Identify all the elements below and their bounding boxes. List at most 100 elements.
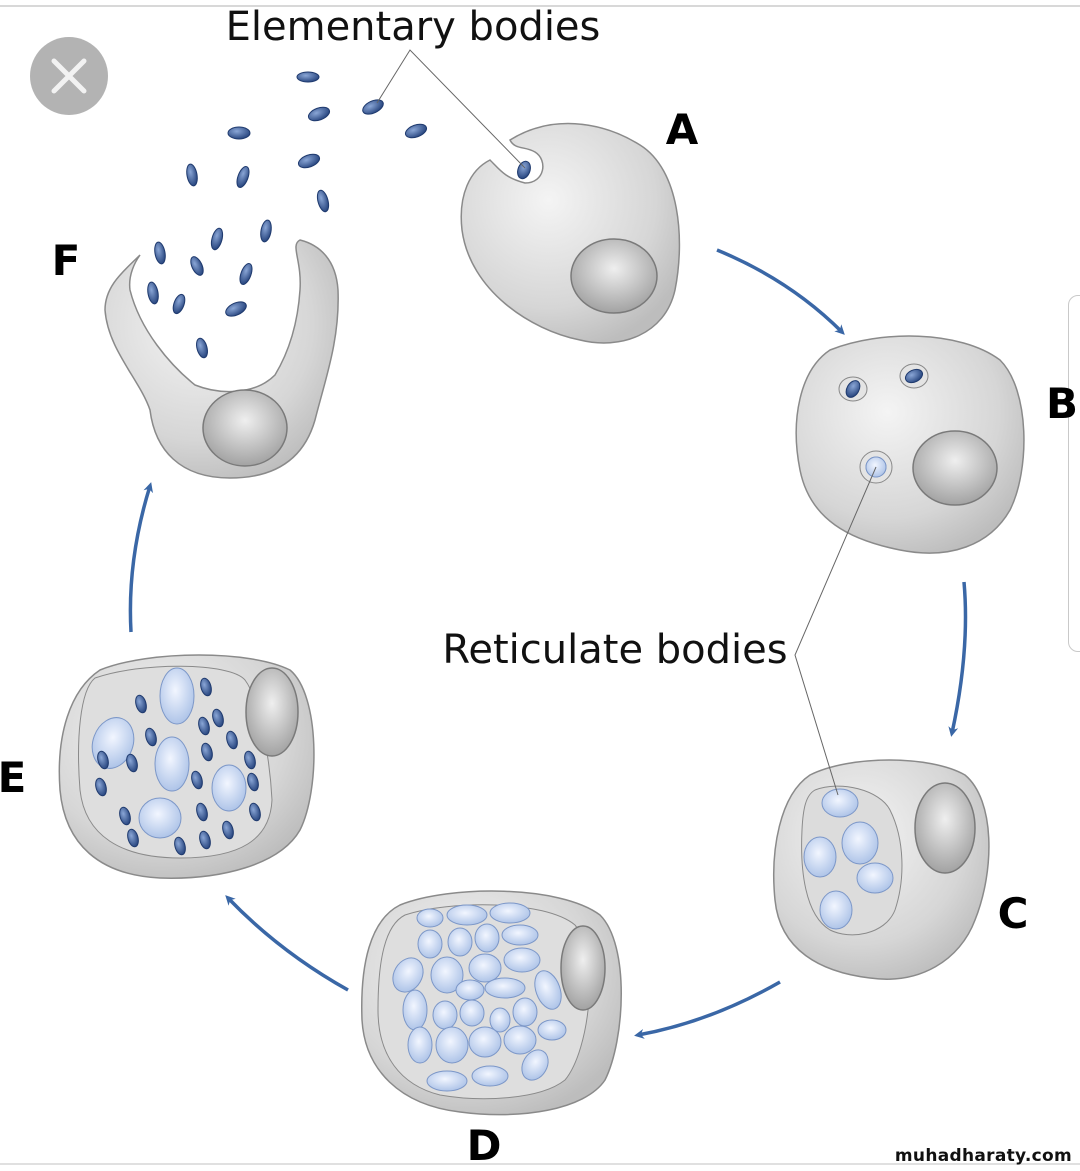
elementary-body: [95, 777, 107, 797]
elementary-body: [904, 368, 924, 384]
reticulate-body: [416, 908, 444, 928]
stage-label-b: B: [1046, 379, 1078, 428]
stage-label-d: D: [467, 1121, 502, 1170]
cell-a: [460, 122, 681, 344]
elementary-body: [145, 727, 157, 747]
elementary-body: [190, 256, 204, 276]
reticulate-body: [159, 667, 195, 725]
stage-label-c: C: [998, 889, 1029, 938]
label-elementary-bodies: Elementary bodies: [226, 4, 601, 50]
reticulate-body: [534, 970, 562, 1010]
reticulate-body: [856, 862, 894, 894]
elementary-body: [119, 806, 131, 826]
reticulate-body: [455, 979, 485, 1001]
elementary-body: [191, 770, 203, 790]
reticulate-body: [430, 956, 464, 994]
elementary-body: [316, 189, 330, 213]
top-divider: [0, 5, 1080, 7]
reticulate-body: [521, 1049, 549, 1081]
reticulate-body: [821, 788, 859, 818]
reticulate-body: [447, 927, 473, 957]
reticulate-body: [392, 957, 424, 993]
close-button[interactable]: [30, 37, 108, 115]
elementary-body: [247, 772, 259, 792]
elementary-body: [127, 828, 139, 848]
reticulate-body: [841, 821, 879, 865]
reticulate-body: [407, 1026, 433, 1064]
reticulate-body: [468, 1026, 502, 1058]
bottom-divider: [0, 1163, 1080, 1165]
reticulate-body: [446, 904, 488, 926]
elementary-body: [244, 750, 256, 770]
elementary-body: [227, 126, 251, 140]
arrow-b-to-c: [948, 581, 968, 737]
reticulate-body: [417, 929, 443, 959]
leader-reticulate: [794, 466, 877, 796]
reticulate-body: [512, 997, 538, 1027]
reticulate-body: [154, 736, 190, 792]
reticulate-body: [537, 1019, 567, 1041]
arrow-d-to-e: [225, 895, 349, 992]
leader-elementary: [376, 49, 526, 169]
elementary-body: [201, 742, 213, 762]
reticulate-body: [484, 977, 526, 999]
elementary-body: [296, 71, 320, 83]
close-icon: [51, 58, 87, 94]
elementary-body: [126, 753, 138, 773]
reticulate-body: [468, 953, 502, 983]
elementary-body: [845, 380, 861, 398]
reticulate-body: [503, 1025, 537, 1055]
reticulate-body: [459, 999, 485, 1027]
reticulate-body: [211, 764, 247, 812]
stage-label-f: F: [52, 236, 81, 285]
elementary-body: [196, 337, 208, 359]
reticulate-body: [402, 989, 428, 1031]
reticulate-body: [138, 797, 182, 839]
stage-label-e: E: [0, 753, 26, 802]
reticulate-body: [503, 947, 541, 973]
reticulate-body: [803, 836, 837, 878]
watermark: muhadharaty.com: [894, 1146, 1072, 1166]
elementary-body: [239, 263, 253, 285]
reticulate-body: [435, 1026, 469, 1064]
arrow-e-to-f: [128, 482, 153, 633]
elementary-body: [97, 750, 109, 770]
elementary-body: [226, 730, 238, 750]
elementary-body: [199, 830, 211, 850]
reticulate-body: [819, 890, 853, 930]
elementary-body: [198, 716, 210, 736]
elementary-body: [222, 820, 234, 840]
elementary-body: [212, 708, 224, 728]
elementary-body: [186, 163, 198, 187]
elementary-body: [135, 694, 147, 714]
elementary-body: [225, 301, 247, 317]
elementary-body: [200, 677, 212, 697]
elementary-bodies-group: [95, 71, 924, 856]
elementary-body: [260, 219, 272, 243]
elementary-body: [172, 293, 186, 315]
arrow-a-to-b: [716, 248, 845, 335]
elementary-body: [147, 281, 159, 305]
label-reticulate-bodies: Reticulate bodies: [442, 627, 787, 673]
elementary-body: [236, 166, 250, 188]
elementary-body: [174, 836, 186, 856]
elementary-body: [154, 241, 166, 265]
reticulate-body: [471, 1065, 509, 1087]
cell-f: [104, 239, 339, 479]
stage-label-a: A: [666, 105, 699, 154]
elementary-body: [297, 153, 321, 169]
elementary-body: [517, 160, 531, 180]
side-panel-edge: [1068, 295, 1080, 652]
elementary-body: [307, 106, 331, 122]
arrow-c-to-d: [634, 980, 781, 1039]
elementary-body: [249, 802, 261, 822]
cell-b: [795, 335, 1025, 554]
reticulate-body: [501, 924, 539, 946]
elementary-body: [404, 123, 428, 139]
elementary-body: [196, 802, 208, 822]
reticulate-body: [432, 1000, 458, 1030]
reticulate-bodies-group: [91, 456, 894, 1092]
reticulate-body: [426, 1070, 468, 1092]
elementary-body: [210, 227, 224, 251]
